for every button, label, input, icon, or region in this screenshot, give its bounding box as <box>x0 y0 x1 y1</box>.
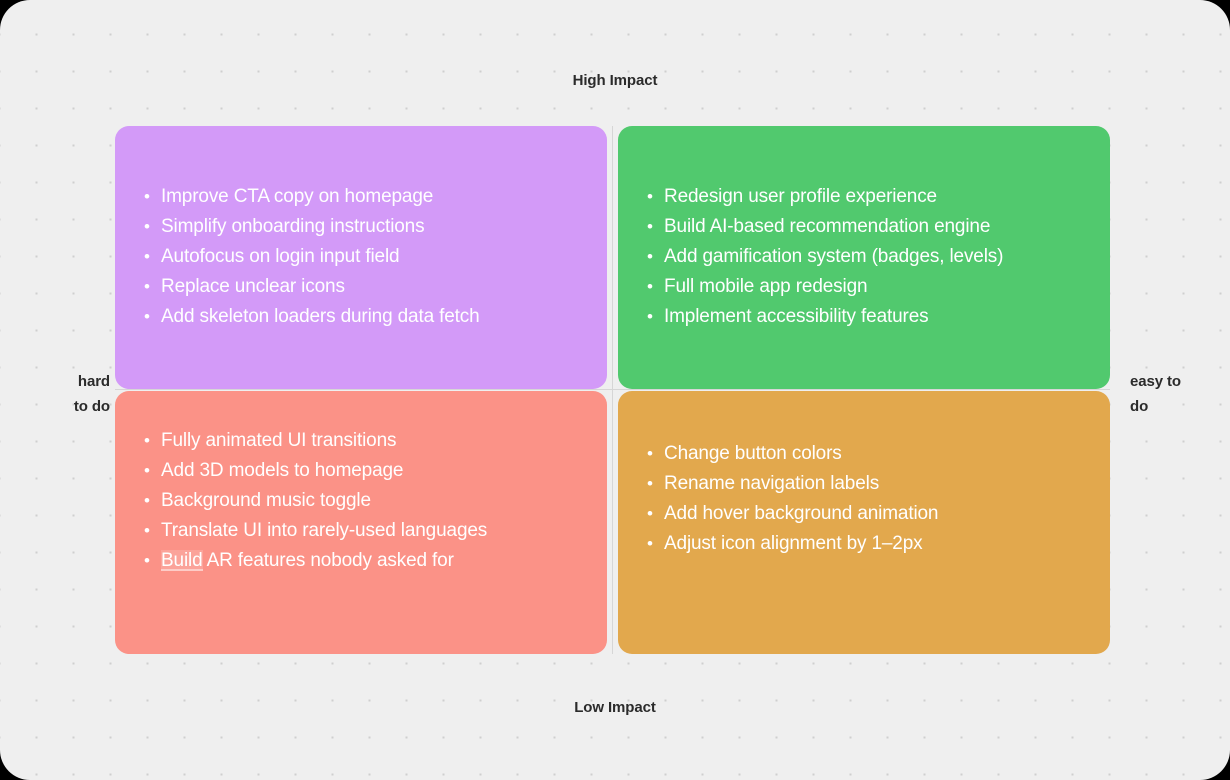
selected-word: Build <box>161 550 203 571</box>
list-item[interactable]: Change button colors <box>647 439 1088 469</box>
list-item[interactable]: Improve CTA copy on homepage <box>144 182 585 212</box>
list-item[interactable]: Add gamification system (badges, levels) <box>647 242 1088 272</box>
list-item[interactable]: Full mobile app redesign <box>647 272 1088 302</box>
axis-label-hard-to-do: hard to do <box>48 369 110 419</box>
list-item[interactable]: Replace unclear icons <box>144 272 585 302</box>
axis-label-hard-to-do-line2: to do <box>73 398 110 415</box>
quadrant-item-list: Redesign user profile experience Build A… <box>640 182 1088 332</box>
axis-label-hard-to-do-line1: hard <box>77 373 110 390</box>
axis-label-low-impact: Low Impact <box>574 699 656 716</box>
list-item[interactable]: Implement accessibility features <box>647 302 1088 332</box>
list-item[interactable]: Add 3D models to homepage <box>144 456 585 486</box>
horizontal-axis-divider <box>115 389 1110 390</box>
axis-label-easy-to-do-line2: do <box>1130 398 1149 415</box>
list-item[interactable]: Translate UI into rarely-used languages <box>144 516 585 546</box>
quadrant-easy-to-do-low-impact[interactable]: Change button colors Rename navigation l… <box>618 391 1110 654</box>
list-item[interactable]: Adjust icon alignment by 1–2px <box>647 529 1088 559</box>
vertical-axis-divider <box>612 126 613 654</box>
list-item[interactable]: Rename navigation labels <box>647 469 1088 499</box>
list-item[interactable]: Add skeleton loaders during data fetch <box>144 302 585 332</box>
axis-label-easy-to-do: easy to do <box>1130 369 1192 419</box>
list-item[interactable]: Autofocus on login input field <box>144 242 585 272</box>
list-item[interactable]: Build AI-based recommendation engine <box>647 212 1088 242</box>
axis-label-easy-to-do-line1: easy to <box>1130 373 1181 390</box>
quadrant-item-list: Change button colors Rename navigation l… <box>640 439 1088 559</box>
list-item[interactable]: Fully animated UI transitions <box>144 426 585 456</box>
list-item[interactable]: Background music toggle <box>144 486 585 516</box>
quadrant-item-list: Fully animated UI transitions Add 3D mod… <box>137 426 585 576</box>
quadrant-grid: Improve CTA copy on homepage Simplify on… <box>115 126 1110 654</box>
quadrant-hard-to-do-high-impact[interactable]: Improve CTA copy on homepage Simplify on… <box>115 126 607 389</box>
list-item[interactable]: Redesign user profile experience <box>647 182 1088 212</box>
list-item[interactable]: Simplify onboarding instructions <box>144 212 585 242</box>
quadrant-item-list: Improve CTA copy on homepage Simplify on… <box>137 182 585 332</box>
quadrant-easy-to-do-high-impact[interactable]: Redesign user profile experience Build A… <box>618 126 1110 389</box>
axis-label-high-impact: High Impact <box>572 72 658 89</box>
list-item-selected[interactable]: Build AR features nobody asked for <box>144 546 585 576</box>
list-item[interactable]: Add hover background animation <box>647 499 1088 529</box>
quadrant-hard-to-do-low-impact[interactable]: Fully animated UI transitions Add 3D mod… <box>115 391 607 654</box>
list-item-label: AR features nobody asked for <box>202 550 454 571</box>
